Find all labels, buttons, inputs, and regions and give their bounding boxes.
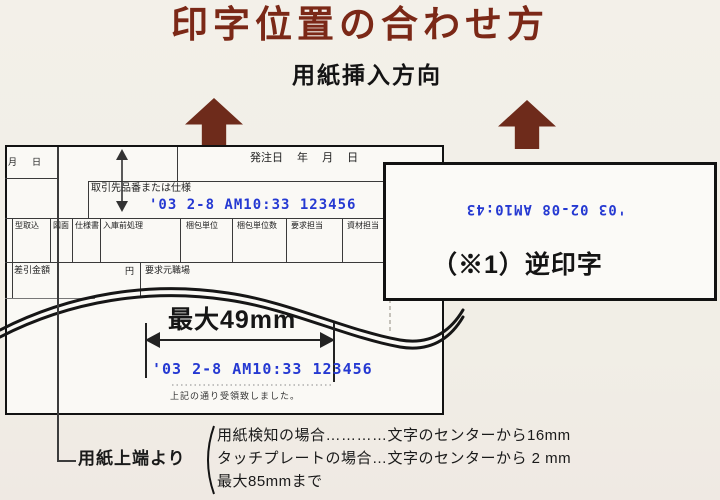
printed-stamp-line: '03 2-8 AM10:33 123456 xyxy=(149,197,357,213)
grid-line xyxy=(5,262,440,263)
grid-line xyxy=(5,298,95,299)
up-arrow-icon xyxy=(185,98,243,147)
form-column-header: 要求担当 xyxy=(291,221,323,230)
grid-line xyxy=(88,181,89,218)
grid-line xyxy=(140,262,141,298)
bracket-glyph xyxy=(207,425,215,495)
grid-line xyxy=(342,218,343,262)
reversed-stamp-line: '03 02-08 AM10:43 xyxy=(465,201,627,217)
grid-line xyxy=(5,178,58,179)
grid-line xyxy=(72,218,73,262)
requesting-workplace-label: 要求元職場 xyxy=(145,265,191,275)
form-column-header: 仕様書 xyxy=(75,221,99,230)
grid-line xyxy=(88,181,440,182)
note-line: タッチプレートの場合…文字のセンターから 2 mm xyxy=(217,450,572,467)
grid-line xyxy=(286,218,287,262)
grid-line xyxy=(232,218,233,262)
form-column-header: 梱包単位 xyxy=(186,221,218,230)
up-arrow-icon xyxy=(498,100,556,149)
order-date-label: 発注日 年 月 日 xyxy=(250,152,359,164)
paper-insert-direction-label: 用紙挿入方向 xyxy=(292,62,442,88)
reverse-print-box: '03 02-08 AM10:43 （※1）逆印字 xyxy=(383,162,717,301)
date-column-label: 月 日 xyxy=(8,157,45,167)
form-column-header: 梱包単位数 xyxy=(237,221,277,230)
form-column-header: 型取込 xyxy=(15,221,39,230)
deduction-amount-label: 差引金額 xyxy=(14,265,51,275)
form-column-header: 入庫前処理 xyxy=(103,221,143,230)
reverse-print-caption: （※1）逆印字 xyxy=(432,251,603,279)
max-width-label: 最大49mm xyxy=(168,306,297,334)
page-title: 印字位置の合わせ方 xyxy=(171,4,549,45)
form-column-header: 資材担当 xyxy=(347,221,379,230)
printed-stamp-line: '03 2-8 AM10:33 123456 xyxy=(152,360,373,378)
receipt-confirmation-note: 上記の通り受領致しました。 xyxy=(170,391,301,401)
grid-line xyxy=(50,218,51,262)
order-form-illustration xyxy=(5,145,444,415)
positioning-notes: 用紙検知の場合…………文字のセンターから16mm タッチプレートの場合…文字のセ… xyxy=(217,424,571,493)
paper-top-edge-label: 用紙上端より xyxy=(78,449,186,468)
yen-label: 円 xyxy=(125,266,135,276)
grid-line xyxy=(100,218,101,262)
supplier-part-label: 取引先品番または仕様 xyxy=(91,183,191,194)
grid-line xyxy=(12,218,13,298)
grid-line xyxy=(5,218,440,219)
grid-line xyxy=(180,218,181,262)
form-column-header: 図面 xyxy=(53,221,69,230)
grid-line xyxy=(177,147,178,181)
note-line: 用紙検知の場合…………文字のセンターから16mm xyxy=(217,427,571,444)
note-line: 最大85mmまで xyxy=(217,473,323,490)
